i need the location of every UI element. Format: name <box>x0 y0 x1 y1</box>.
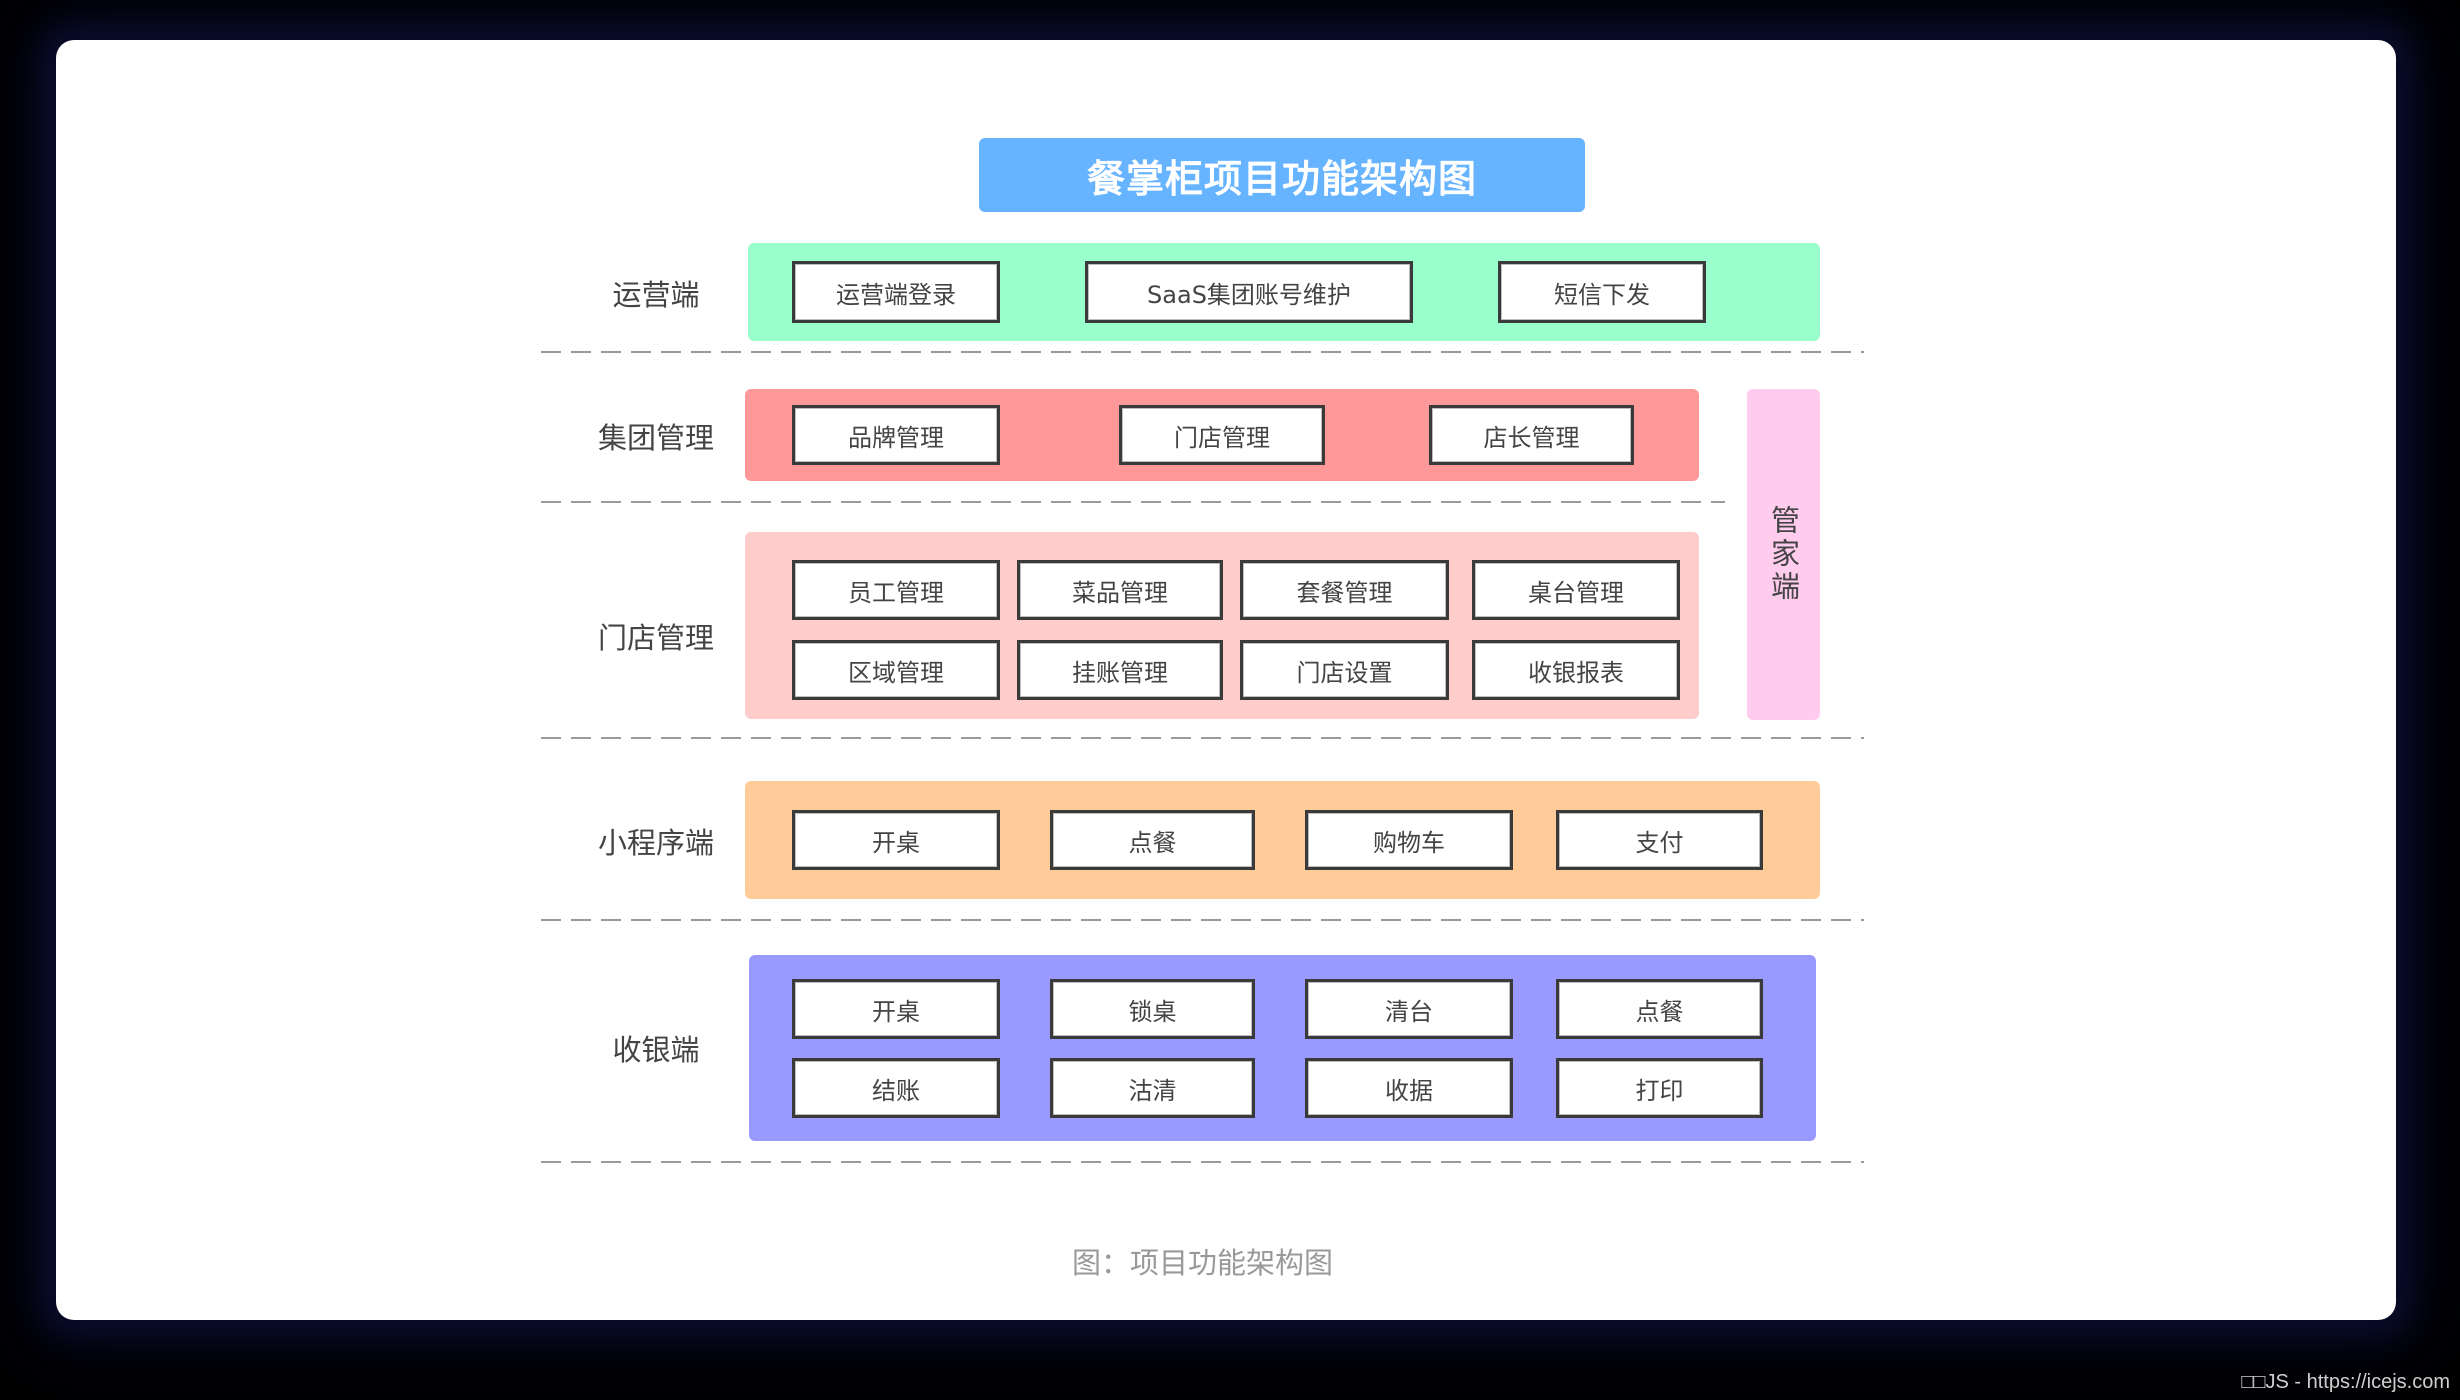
layer-divider <box>541 1161 1864 1163</box>
module-box: 点餐 <box>1556 979 1763 1039</box>
layer-divider <box>541 919 1864 921</box>
module-box: 清台 <box>1305 979 1513 1039</box>
module-box: 收银报表 <box>1472 640 1680 700</box>
module-box: SaaS集团账号维护 <box>1085 261 1413 323</box>
site-watermark: □□JS - https://icejs.com <box>2241 1371 2450 1393</box>
module-box: 购物车 <box>1305 810 1513 870</box>
layer-label-group-management: 集团管理 <box>597 421 714 455</box>
module-box: 打印 <box>1556 1058 1763 1118</box>
layer-divider <box>541 351 1864 353</box>
diagram-title: 餐掌柜项目功能架构图 <box>979 138 1585 212</box>
module-box: 收据 <box>1305 1058 1513 1118</box>
figure-caption: 图：项目功能架构图 <box>1072 1246 1334 1280</box>
side-panel-label: 管家端 <box>1766 505 1801 604</box>
layer-divider <box>541 737 1864 739</box>
layer-label-operations: 运营端 <box>612 278 700 312</box>
module-box: 套餐管理 <box>1240 560 1449 620</box>
module-box: 店长管理 <box>1429 405 1634 465</box>
layer-divider <box>541 501 1725 503</box>
module-box: 沽清 <box>1050 1058 1255 1118</box>
module-box: 桌台管理 <box>1472 560 1680 620</box>
module-box: 开桌 <box>792 810 1000 870</box>
module-box: 点餐 <box>1050 810 1255 870</box>
module-box: 开桌 <box>792 979 1000 1039</box>
module-box: 员工管理 <box>792 560 1000 620</box>
layer-label-mini-program: 小程序端 <box>597 826 714 860</box>
module-box: 门店设置 <box>1240 640 1449 700</box>
module-box: 锁桌 <box>1050 979 1255 1039</box>
side-panel-butler: 管家端 <box>1747 389 1820 720</box>
module-box: 区域管理 <box>792 640 1000 700</box>
module-box: 菜品管理 <box>1017 560 1223 620</box>
module-box: 支付 <box>1556 810 1763 870</box>
layer-label-cashier: 收银端 <box>612 1033 700 1067</box>
layer-label-store-management: 门店管理 <box>597 621 714 655</box>
module-box: 挂账管理 <box>1017 640 1223 700</box>
module-box: 短信下发 <box>1498 261 1706 323</box>
module-box: 运营端登录 <box>792 261 1000 323</box>
module-box: 结账 <box>792 1058 1000 1118</box>
module-box: 门店管理 <box>1119 405 1325 465</box>
module-box: 品牌管理 <box>792 405 1000 465</box>
